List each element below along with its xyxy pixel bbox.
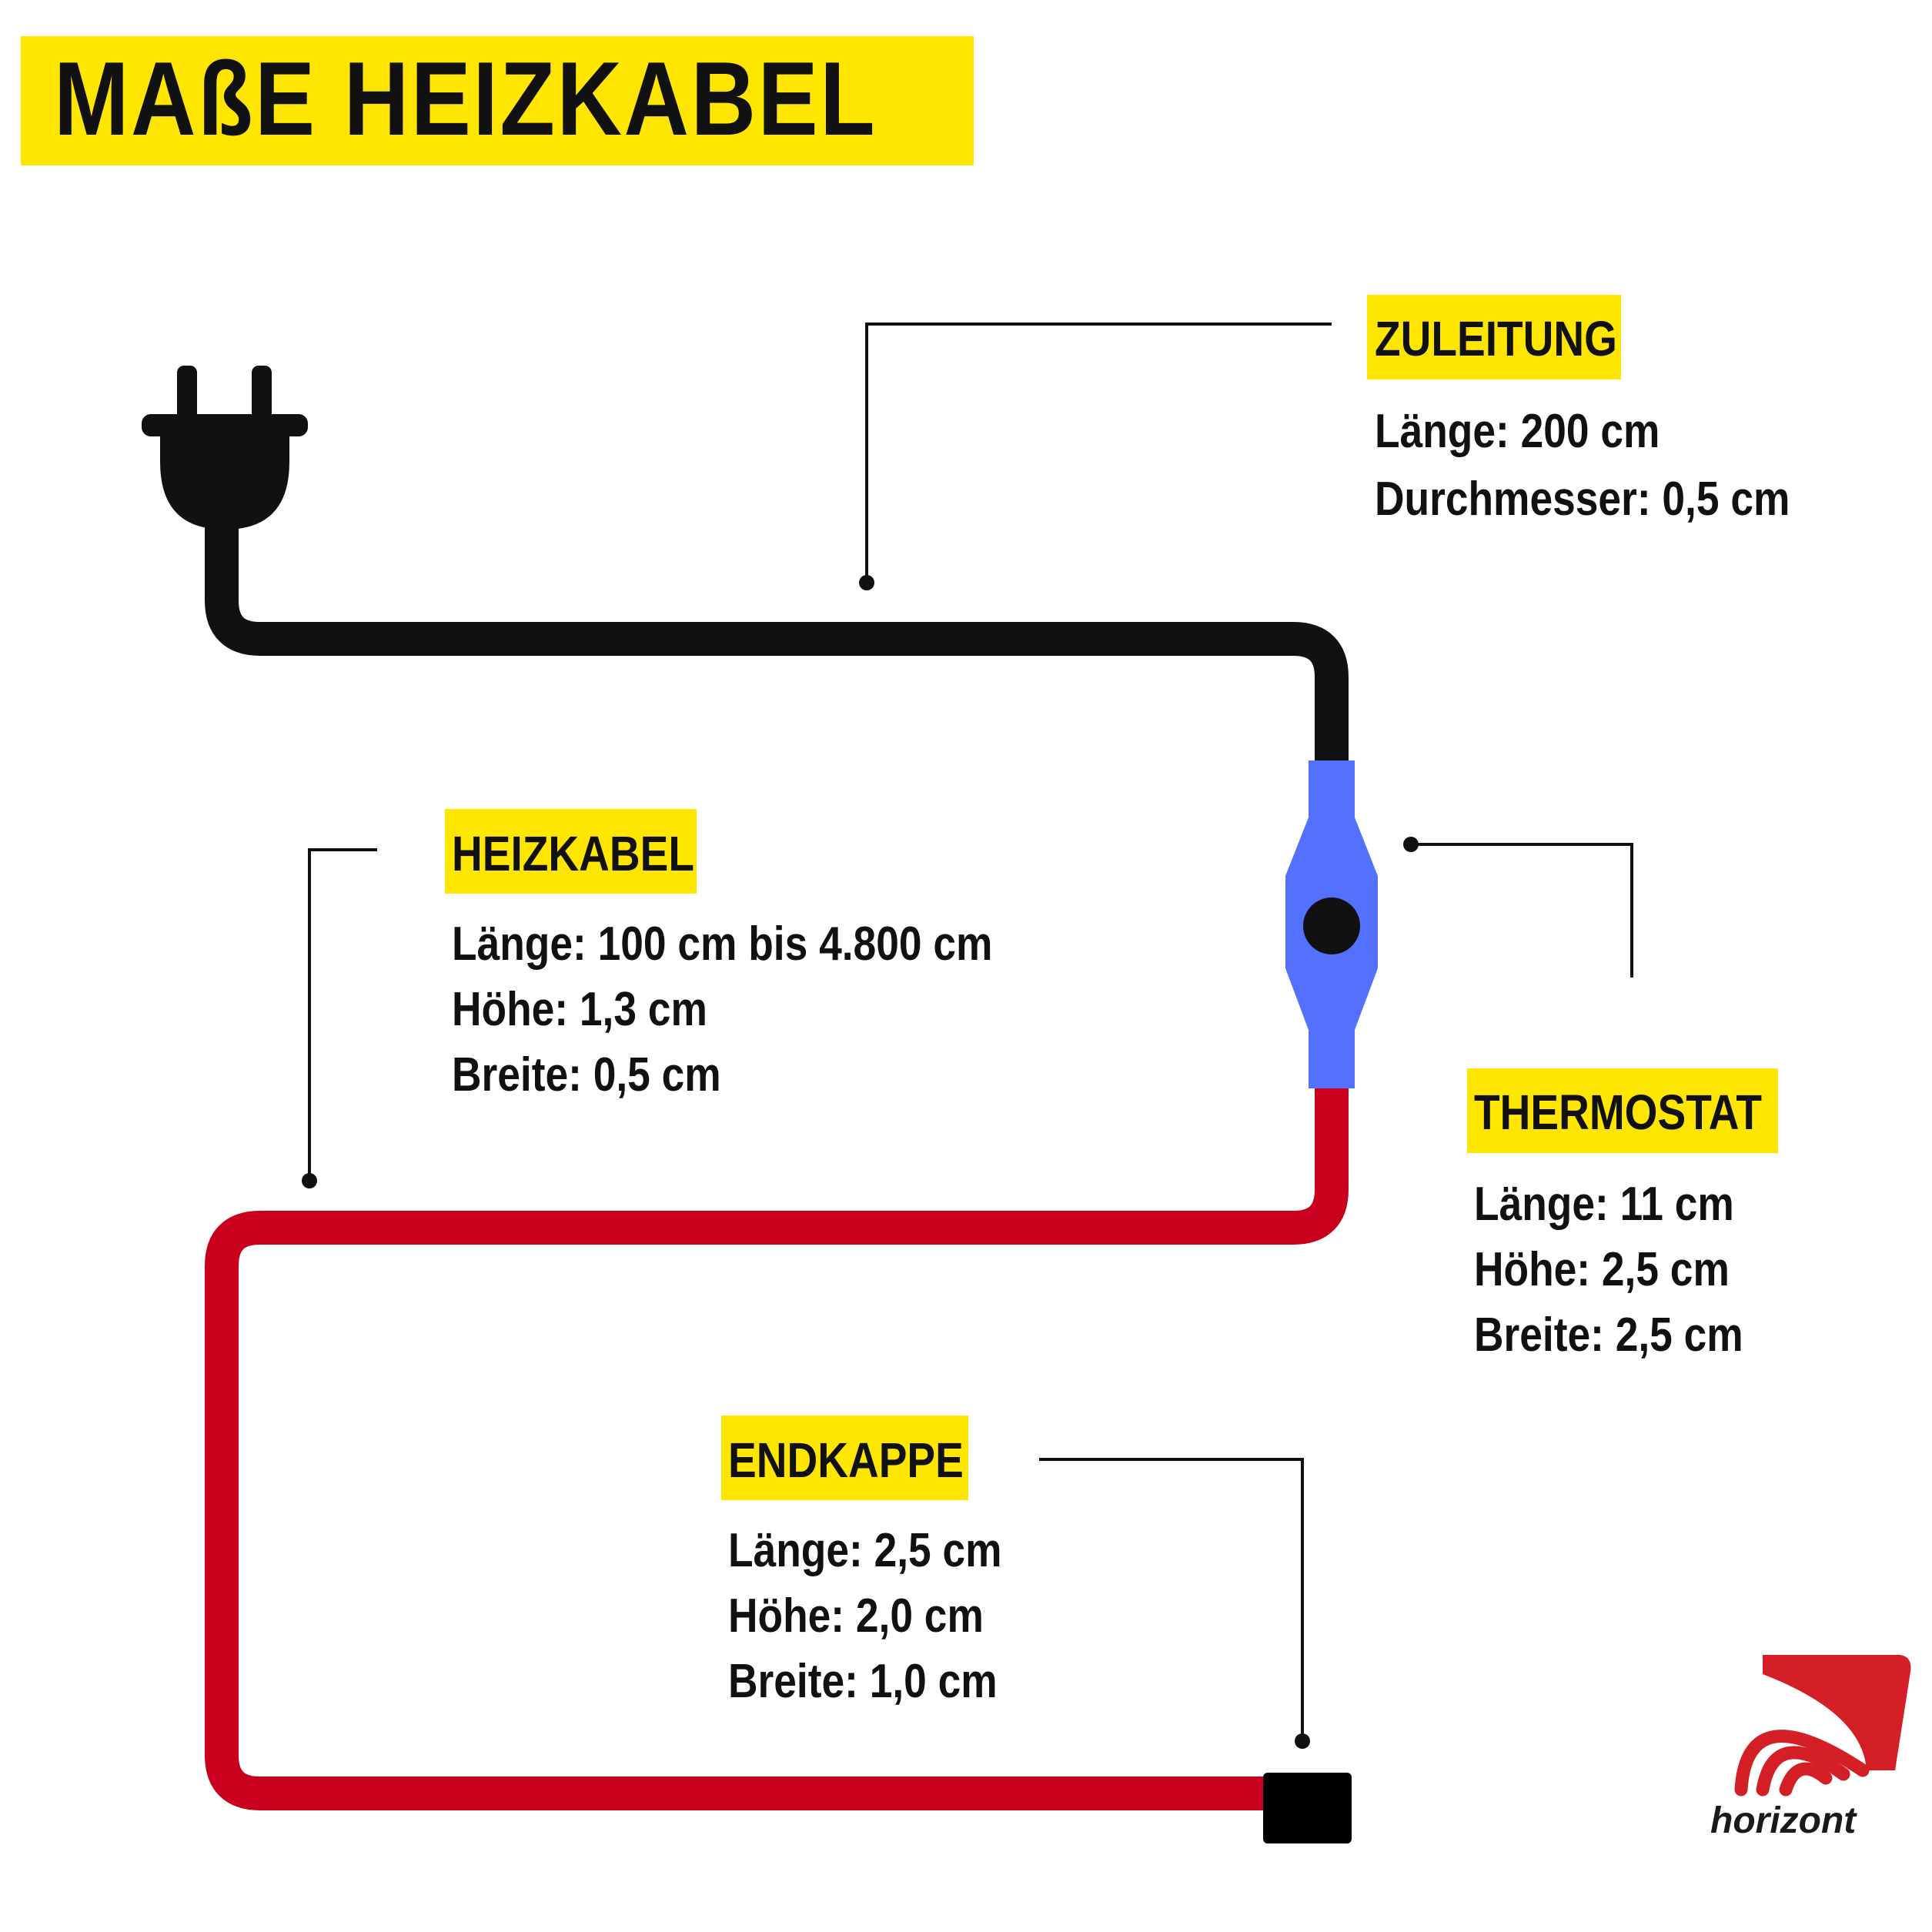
supply-cable [205,516,1349,762]
label-badge-thermostat [1467,1068,1778,1153]
spec-heizkabel-hoehe: Höhe: 1,3 cm [452,983,707,1036]
horizont-logo [1734,1655,1911,1797]
brand-name: horizont [1710,1800,1857,1841]
spec-zuleitung-laenge: Länge: 200 cm [1375,405,1660,458]
title-banner [21,36,974,165]
label-badge-endkappe [721,1416,968,1500]
end-cap [1263,1773,1352,1843]
spec-thermostat-hoehe: Höhe: 2,5 cm [1474,1243,1730,1296]
spec-heizkabel-laenge: Länge: 100 cm bis 4.800 cm [452,918,993,971]
thermostat-icon [1285,760,1378,1088]
spec-thermostat-breite: Breite: 2,5 cm [1474,1309,1743,1362]
label-thermostat: THERMOSTAT [1474,1085,1763,1140]
leader-thermostat [1411,843,1633,978]
leader-dot-endkappe [1295,1733,1310,1749]
label-badge-zuleitung [1367,295,1621,379]
spec-heizkabel-breite: Breite: 0,5 cm [452,1048,721,1101]
label-badge-heizkabel [445,809,697,894]
spec-endkappe-hoehe: Höhe: 2,0 cm [728,1589,984,1643]
label-heizkabel: HEIZKABEL [452,826,694,881]
spec-zuleitung-durchmesser: Durchmesser: 0,5 cm [1375,473,1790,526]
leader-heizkabel [308,848,377,1181]
spec-endkappe-breite: Breite: 1,0 cm [728,1655,998,1708]
spec-endkappe-laenge: Länge: 2,5 cm [728,1524,1002,1577]
leader-dot-zuleitung [859,575,874,590]
page-title: MAßE HEIZKABEL [54,40,877,157]
leader-endkappe [1039,1458,1304,1741]
leader-zuleitung [865,323,1332,583]
label-endkappe: ENDKAPPE [728,1432,964,1488]
spec-thermostat-laenge: Länge: 11 cm [1474,1178,1734,1231]
heating-cable [205,1085,1349,1810]
power-plug-icon [142,366,308,530]
label-zuleitung: ZULEITUNG [1375,311,1617,366]
leader-dot-heizkabel [302,1173,317,1188]
leader-dot-thermostat [1403,837,1419,852]
